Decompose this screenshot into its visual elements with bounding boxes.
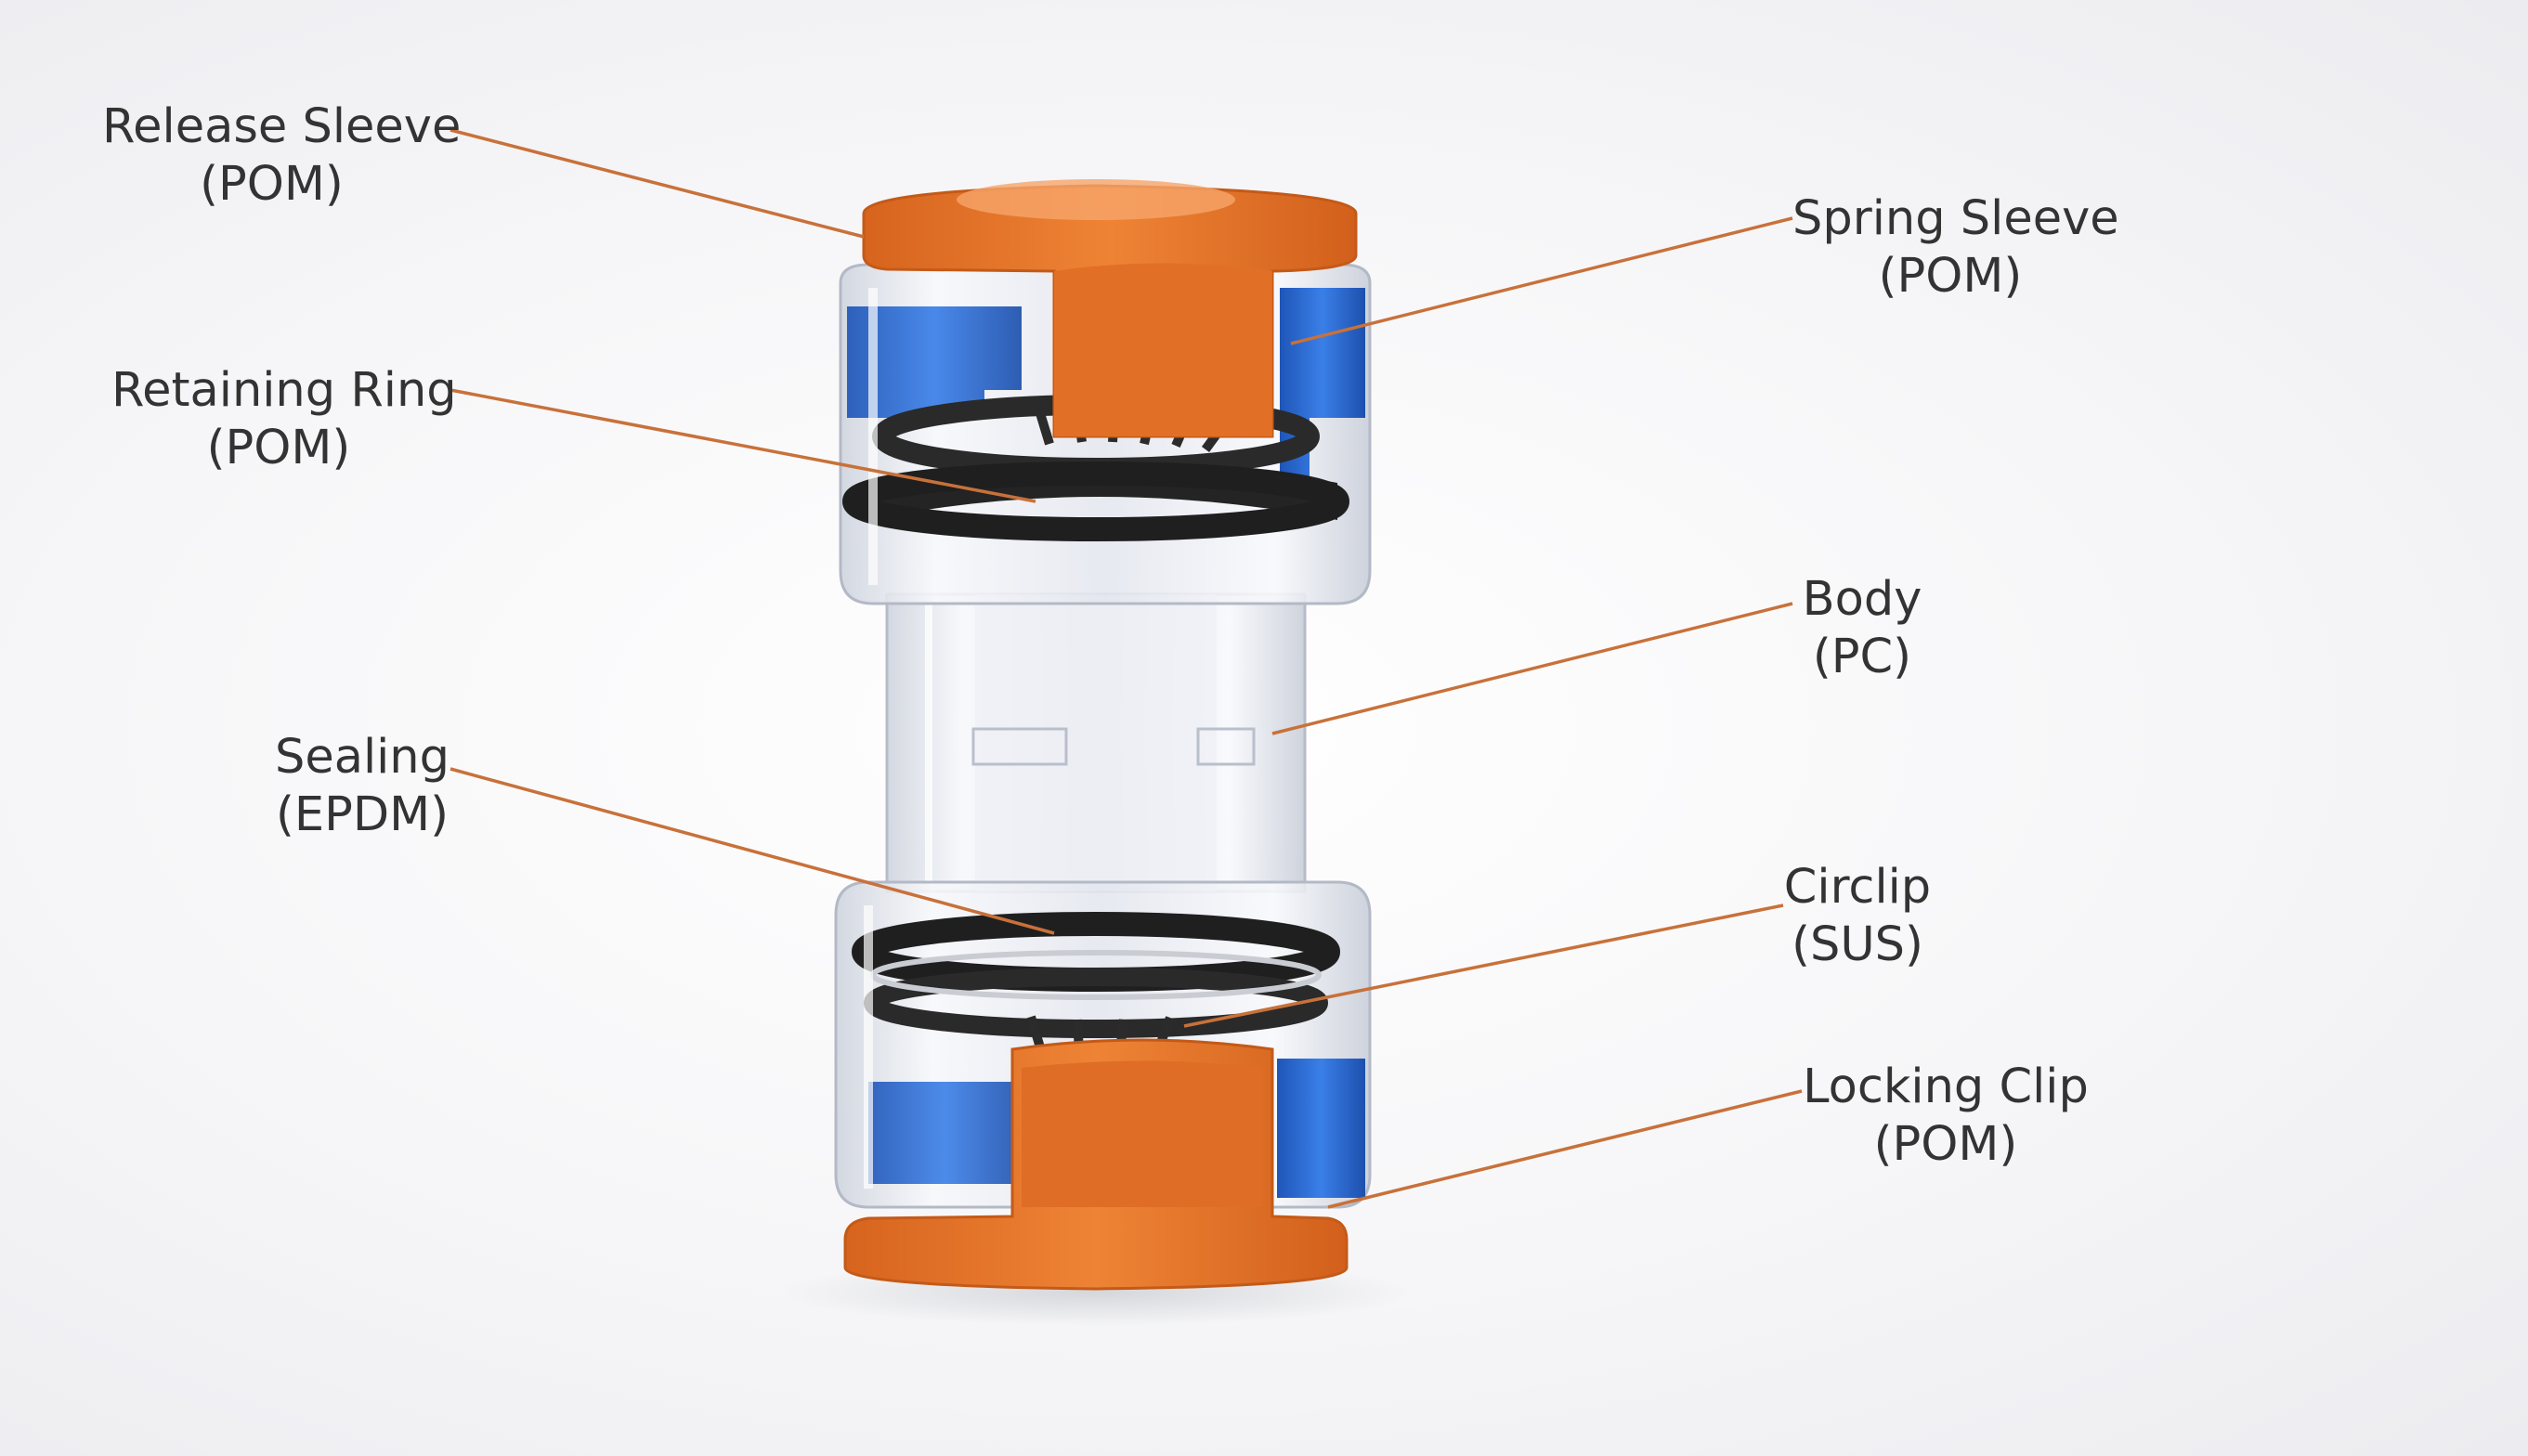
callout-sealing: Sealing (EPDM) — [269, 729, 455, 844]
leader-line-spring-sleeve — [1290, 216, 1793, 345]
callout-release-sleeve-name: Release Sleeve — [102, 99, 462, 154]
callout-locking-clip: Locking Clip (POM) — [1802, 1059, 2090, 1174]
leader-lines — [450, 128, 1803, 1209]
callout-sealing-material: (EPDM) — [275, 787, 450, 842]
callout-circlip: Circlip (SUS) — [1779, 859, 1936, 974]
callout-retaining-ring-name: Retaining Ring — [111, 363, 457, 418]
callout-retaining-ring-material: (POM) — [206, 421, 351, 475]
callout-release-sleeve-material: (POM) — [200, 157, 344, 212]
callout-spring-sleeve-name: Spring Sleeve — [1792, 191, 2119, 246]
callout-locking-clip-name: Locking Clip — [1803, 1060, 2089, 1114]
leader-line-body — [1271, 602, 1793, 735]
callout-body-name: Body — [1802, 572, 1922, 627]
leader-line-locking-clip — [1327, 1089, 1803, 1209]
callout-spring-sleeve-material: (POM) — [1878, 249, 2023, 304]
leader-line-sealing — [450, 767, 1055, 935]
callout-circlip-material: (SUS) — [1792, 917, 1923, 972]
clear-body-tube — [885, 592, 1307, 893]
leader-line-circlip — [1183, 904, 1784, 1028]
callout-locking-clip-material: (POM) — [1873, 1117, 2018, 1172]
lower-sleeve-part — [843, 1038, 1349, 1291]
callout-sealing-name: Sealing — [274, 730, 450, 785]
release-sleeve-part — [862, 179, 1358, 438]
callout-body: Body (PC) — [1783, 571, 1941, 686]
callout-body-material: (PC) — [1812, 630, 1912, 684]
callout-circlip-name: Circlip — [1783, 860, 1932, 915]
callout-release-sleeve: Release Sleeve (POM) — [102, 98, 462, 214]
leader-line-retaining-ring — [450, 388, 1036, 503]
leader-line-release-sleeve — [450, 128, 865, 239]
callout-spring-sleeve: Spring Sleeve (POM) — [1792, 190, 2119, 306]
callout-retaining-ring: Retaining Ring (POM) — [111, 362, 457, 477]
